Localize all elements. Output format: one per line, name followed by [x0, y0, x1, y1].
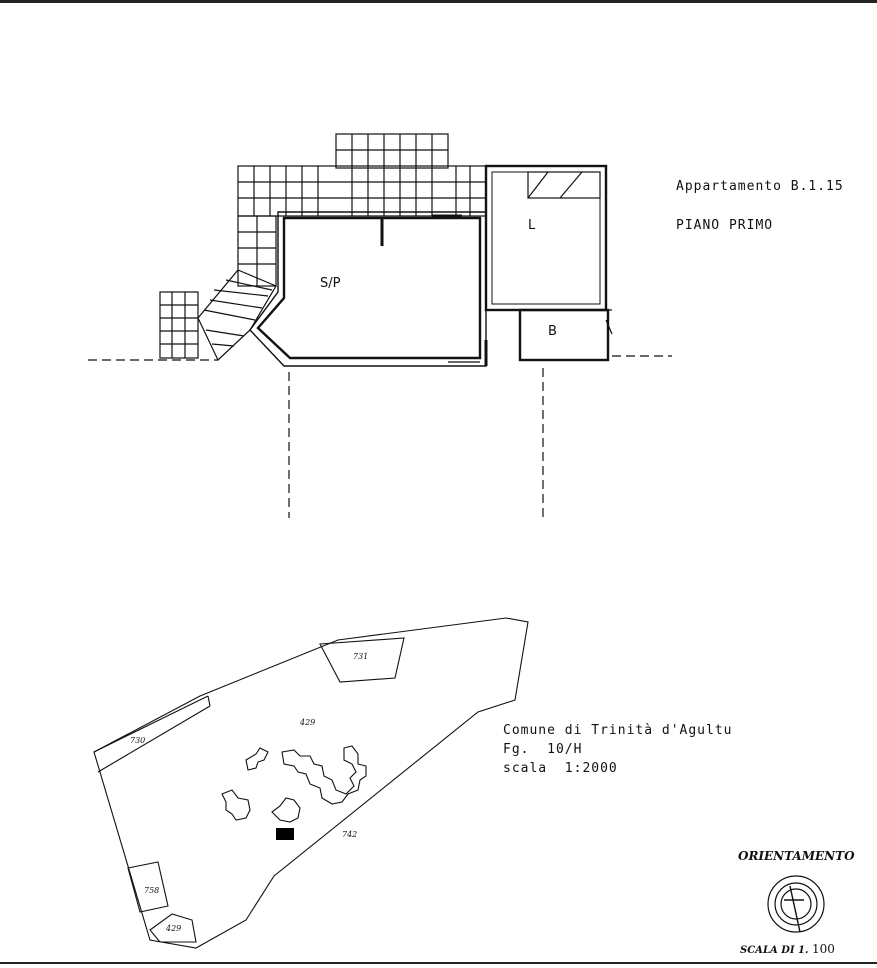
- scale-value: 100: [811, 942, 835, 956]
- parcel-758: 758: [144, 886, 160, 895]
- apartment-title: Appartamento B.1.15: [676, 179, 844, 194]
- parcel-731: 731: [353, 652, 369, 661]
- bottom-border: [0, 962, 877, 964]
- parcel-730: 730: [130, 736, 146, 745]
- scale-label: SCALA DI 1. 100: [740, 942, 835, 956]
- parcel-429-bottom: 429: [166, 924, 182, 933]
- scale-prefix: SCALA DI 1.: [740, 945, 809, 956]
- top-border: [0, 0, 877, 3]
- orientation-title: ORIENTAMENTO: [738, 849, 855, 863]
- room-living-label: S/P: [320, 276, 341, 291]
- scala-label: scala 1:2000: [503, 761, 618, 776]
- parcel-742: 742: [342, 830, 358, 839]
- comune-label: Comune di Trinità d'Agultu: [503, 723, 733, 738]
- parcel-429-center: 429: [300, 718, 316, 727]
- room-bath-label: B: [548, 324, 557, 339]
- floor-label: PIANO PRIMO: [676, 218, 774, 233]
- room-bedroom-label: L: [528, 218, 536, 233]
- foglio-label: Fg. 10/H: [503, 742, 583, 757]
